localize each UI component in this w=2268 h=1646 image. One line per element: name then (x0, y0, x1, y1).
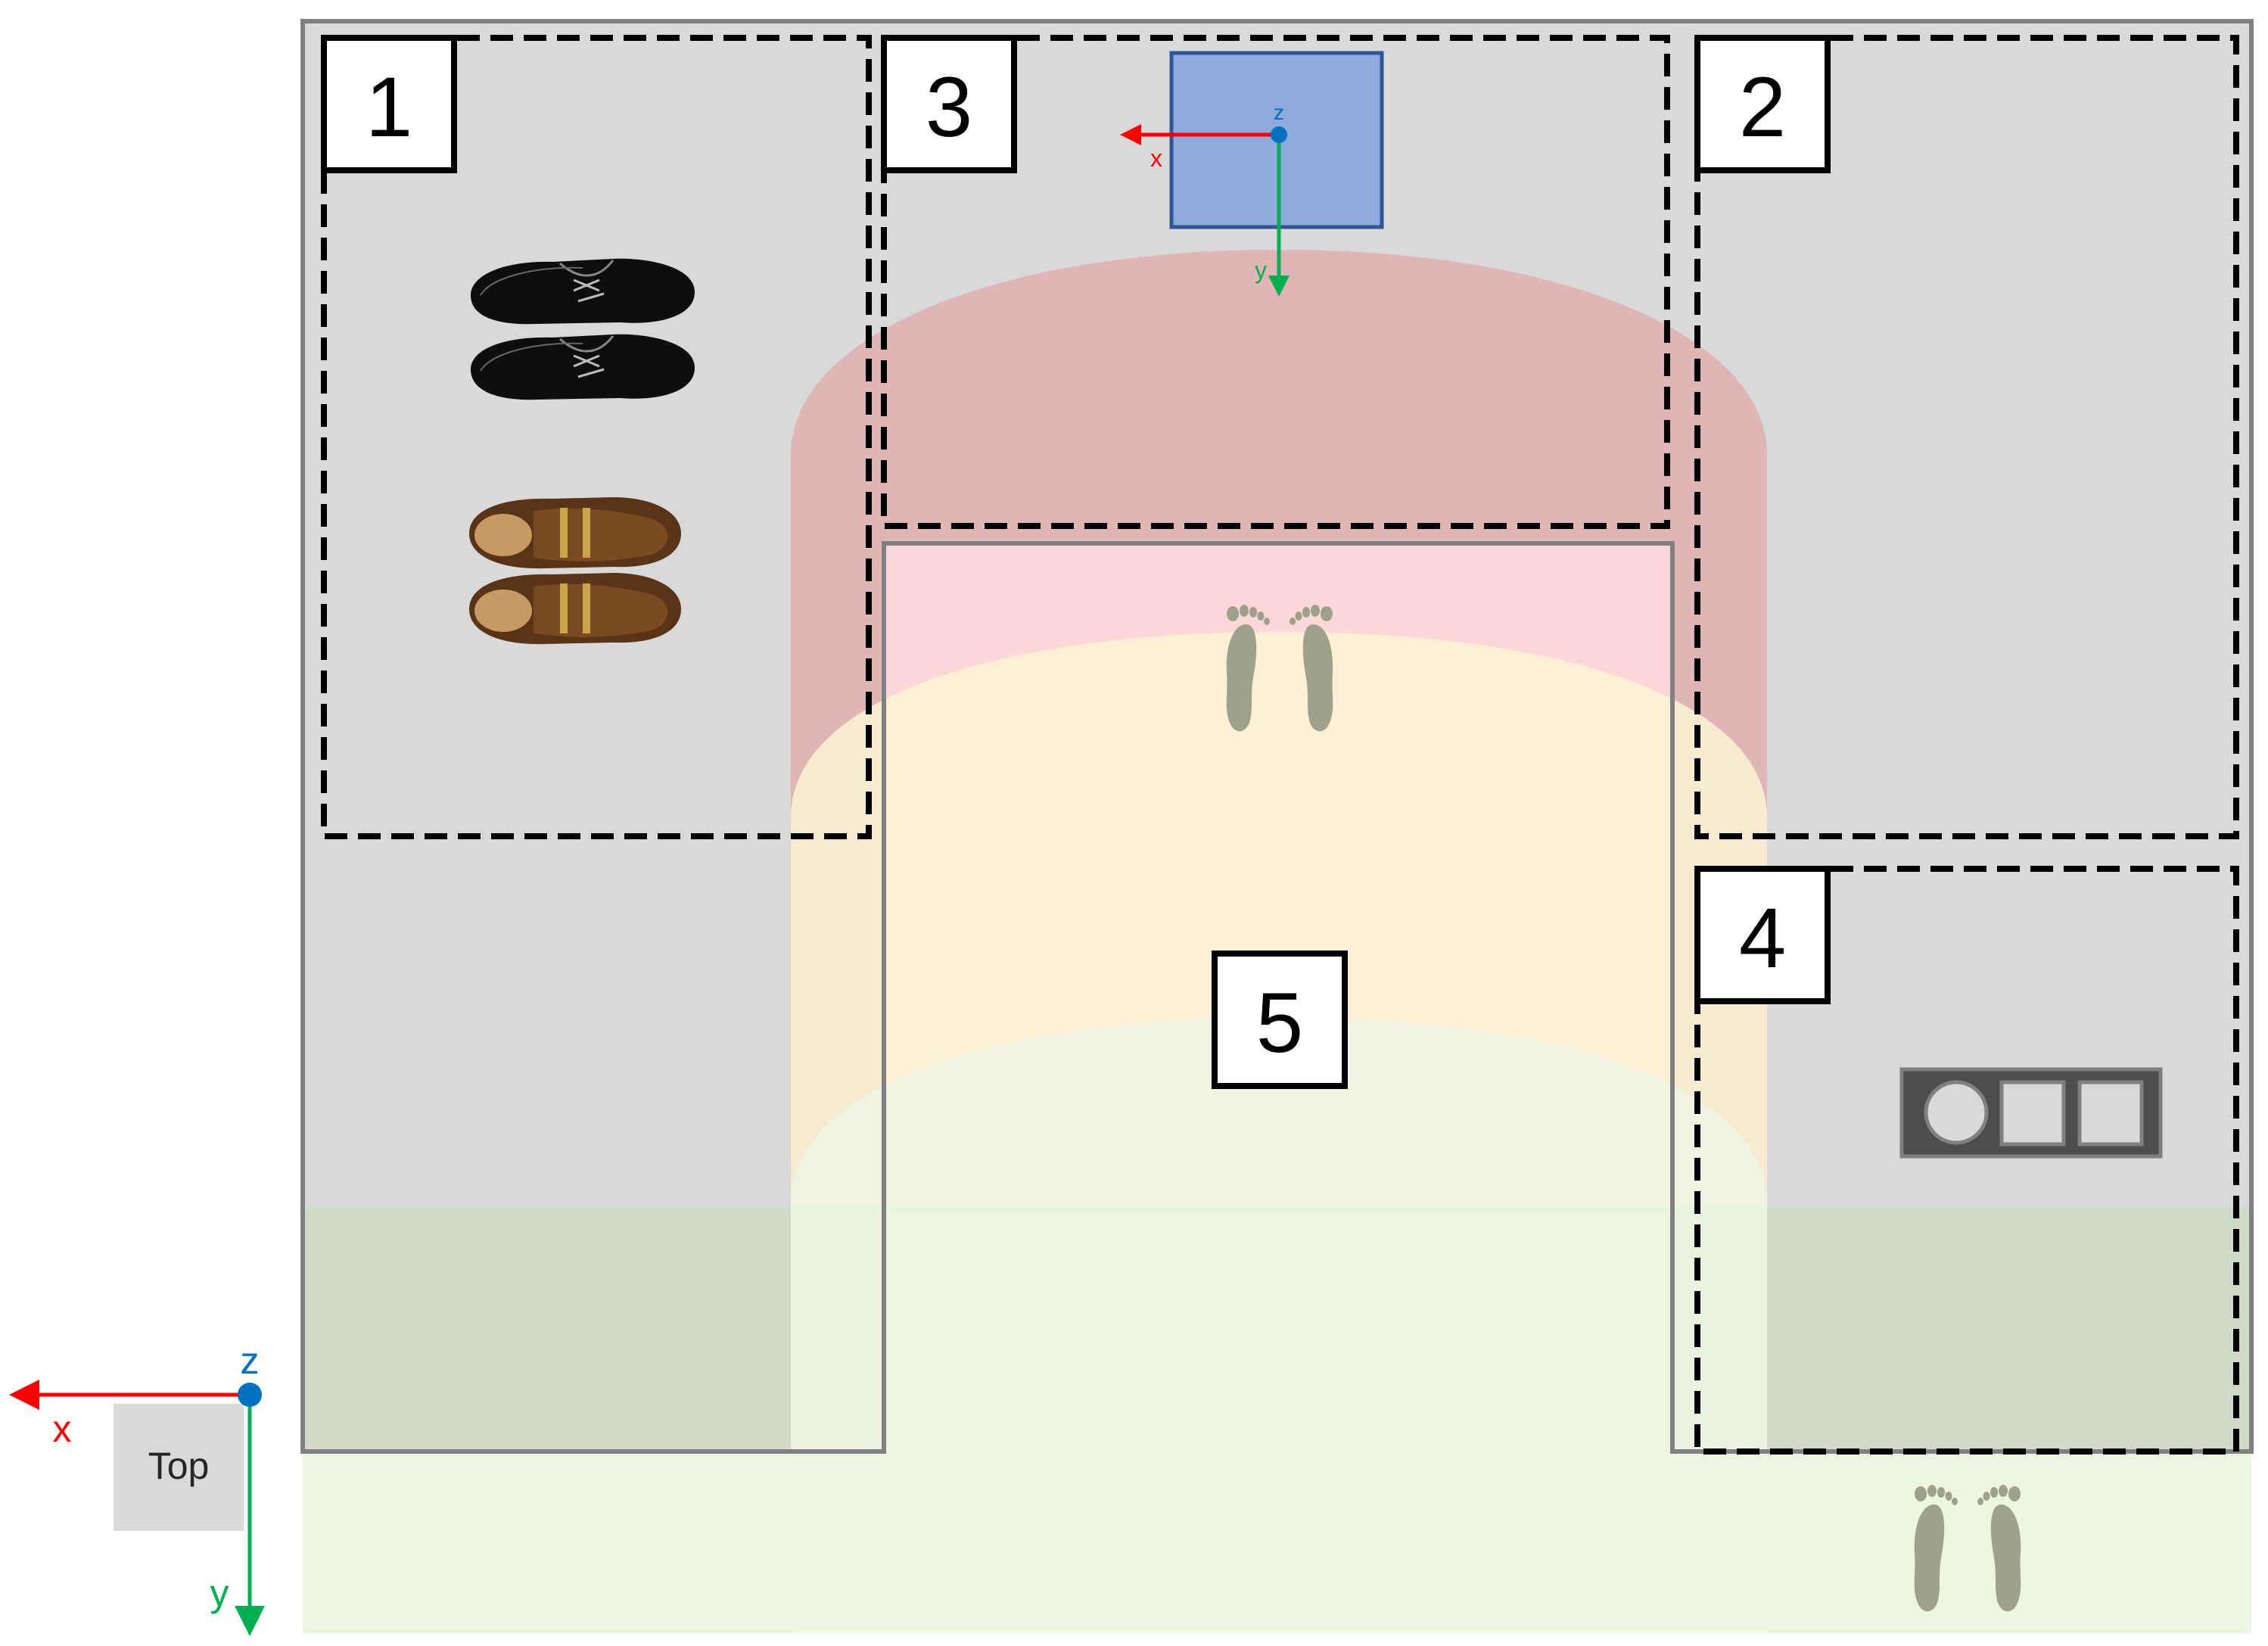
zone-2-label: 2 (1694, 35, 1831, 173)
control-panel-icon (1899, 1067, 2163, 1159)
zone-2-label-text: 2 (1739, 60, 1786, 154)
zone-3-label: 3 (881, 35, 1017, 173)
zone-5-label-text: 5 (1256, 975, 1303, 1070)
arrow-down-icon (1268, 275, 1290, 297)
global-frame: Top z x y (9, 1340, 265, 1636)
zone-4-outline (1694, 866, 2239, 1455)
workpiece-x-label: x (1150, 145, 1162, 172)
zone-1-label-text: 1 (366, 60, 412, 154)
arrow-down-icon (235, 1606, 265, 1636)
top-view-label: Top (148, 1445, 210, 1487)
workpiece-z-label: z (1274, 101, 1284, 124)
table-outline (300, 19, 2254, 1454)
square-button-icon (1999, 1080, 2066, 1147)
zone-4-label-text: 4 (1739, 891, 1786, 985)
global-origin (238, 1383, 262, 1407)
zone-3-outline (881, 35, 1670, 529)
zone-1-label: 1 (321, 35, 457, 173)
global-y-label: y (210, 1572, 229, 1614)
zone-4-label: 4 (1694, 866, 1831, 1004)
workpiece-frame: z x y (1120, 101, 1290, 297)
black-shoes-icon (471, 258, 695, 400)
zone-outlines (321, 35, 2239, 1455)
zone-5-label: 5 (1212, 951, 1348, 1089)
zone-3-label-text: 3 (926, 60, 972, 154)
arrow-left-icon (9, 1380, 39, 1410)
global-z-label: z (241, 1340, 260, 1382)
workpiece-y-label: y (1255, 257, 1267, 284)
square-button-icon (2077, 1080, 2144, 1147)
top-view-box (114, 1404, 244, 1531)
global-x-label: x (53, 1408, 72, 1450)
workpiece-origin (1271, 126, 1287, 143)
round-button-icon (1924, 1080, 1989, 1145)
operator-area-green (884, 1211, 1672, 1452)
brown-shoes-icon (469, 497, 681, 645)
arrow-left-icon (1120, 124, 1141, 145)
zone-1-outline (321, 35, 872, 839)
zone-2-outline (1694, 35, 2239, 839)
